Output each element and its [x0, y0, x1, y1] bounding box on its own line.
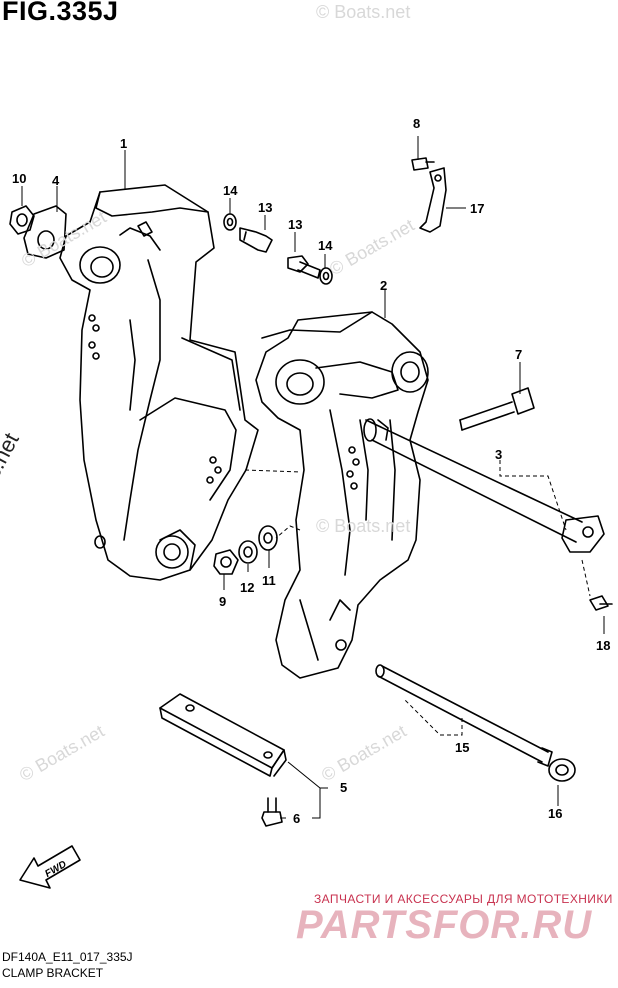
bolt-7 — [459, 387, 535, 431]
callout-label: 4 — [52, 173, 60, 188]
bolt-8 — [411, 157, 435, 171]
bracket-17 — [419, 167, 447, 233]
washer-12 — [238, 540, 258, 564]
callout-label: 18 — [596, 638, 610, 653]
rod-15 — [375, 664, 553, 767]
nut-9 — [213, 549, 239, 575]
bolt-6 — [261, 797, 283, 827]
washer-14-mid — [319, 267, 333, 285]
leader-lines — [21, 136, 605, 819]
bolt-13-mid — [287, 255, 321, 279]
promo-logo: PARTSFOR.RU — [296, 903, 593, 947]
callout-label: 15 — [455, 740, 469, 755]
plate-5 — [159, 693, 287, 777]
washer-14-top — [223, 213, 237, 231]
promo-text: ЗАПЧАСТИ И АКСЕССУАРЫ ДЛЯ МОТОТЕХНИКИ — [314, 892, 613, 906]
callout-label: 14 — [318, 238, 333, 253]
figure-caption: CLAMP BRACKET — [2, 966, 104, 980]
bolt-13-top — [239, 227, 273, 253]
nut-16 — [548, 758, 576, 782]
watermark: © Boats.net — [316, 2, 411, 22]
clamp-bracket-right — [255, 311, 429, 679]
callout-label: 13 — [288, 217, 302, 232]
callout-labels: 1 2 3 4 5 6 7 8 9 10 11 12 13 13 14 14 1… — [12, 116, 610, 826]
callout-label: 14 — [223, 183, 238, 198]
callout-label: 2 — [380, 278, 387, 293]
watermark: © Boats.net — [316, 516, 411, 536]
callout-label: 10 — [12, 171, 26, 186]
washer-11 — [258, 525, 278, 551]
gasket-4 — [23, 205, 67, 259]
bolt-18 — [589, 595, 613, 611]
callout-label: 8 — [413, 116, 420, 131]
callout-label: 7 — [515, 347, 522, 362]
model-code: DF140A_E11_017_335J — [2, 950, 133, 964]
nut-10 — [9, 205, 35, 235]
callout-label: 3 — [495, 447, 502, 462]
callout-label: 1 — [120, 136, 127, 151]
fwd-arrow: FWD — [19, 845, 81, 889]
callout-label: 11 — [262, 573, 276, 588]
callout-label: 5 — [340, 780, 347, 795]
callout-label: 12 — [240, 580, 254, 595]
clamp-bracket-left — [59, 184, 259, 581]
callout-label: 13 — [258, 200, 272, 215]
callout-label: 9 — [219, 594, 226, 609]
callout-label: 17 — [470, 201, 484, 216]
figure-title: FIG.335J — [2, 0, 119, 26]
callout-label: 16 — [548, 806, 562, 821]
tilt-tube — [363, 418, 605, 553]
callout-label: 6 — [293, 811, 300, 826]
